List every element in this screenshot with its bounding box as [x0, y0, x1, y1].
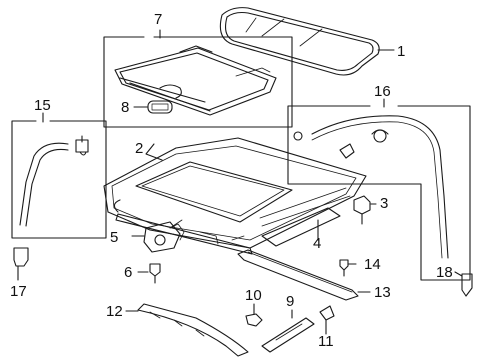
- sunshade-assembly: [114, 45, 277, 116]
- part-5-motor: [131, 221, 185, 253]
- callout-1: 1: [397, 43, 406, 60]
- part-3-bolt: [353, 195, 377, 225]
- callout-8: 8: [121, 99, 130, 116]
- callout-2: 2: [135, 140, 144, 157]
- callout-3: 3: [380, 195, 389, 212]
- part-11-clip: [319, 305, 335, 335]
- callout-13: 13: [374, 284, 391, 301]
- part-6-screw: [137, 263, 161, 284]
- part-14-screw: [339, 259, 357, 277]
- callout-14: 14: [364, 256, 381, 273]
- callout-17: 17: [10, 283, 27, 300]
- part-4-seal-strip: [261, 207, 341, 247]
- sunroof-glass-panel: [219, 7, 395, 76]
- part-12-deflector: [125, 303, 249, 357]
- callout-6: 6: [124, 264, 133, 281]
- part-8-handle: [133, 100, 173, 114]
- drain-tube-right: [293, 115, 449, 259]
- callout-16: 16: [374, 83, 391, 100]
- callout-15: 15: [34, 97, 51, 114]
- callout-7: 7: [154, 11, 163, 28]
- sunroof-frame-assembly: [103, 137, 367, 255]
- drain-hose-left: [19, 135, 89, 227]
- callout-11: 11: [318, 333, 334, 350]
- box-7-frame: [103, 29, 293, 128]
- part-9-guide: [261, 309, 315, 353]
- callout-18: 18: [436, 264, 453, 281]
- part-13-rail: [237, 249, 371, 301]
- callout-10: 10: [245, 287, 262, 304]
- part-18-elbow: [454, 271, 473, 297]
- part-17-nozzle: [13, 247, 29, 281]
- callout-12: 12: [106, 303, 123, 320]
- callout-5: 5: [110, 229, 119, 246]
- callout-4: 4: [313, 235, 322, 252]
- box-15-frame: [11, 112, 107, 239]
- part-10-bolt: [245, 303, 263, 327]
- box-16-frame: [287, 98, 471, 281]
- callout-9: 9: [286, 293, 295, 310]
